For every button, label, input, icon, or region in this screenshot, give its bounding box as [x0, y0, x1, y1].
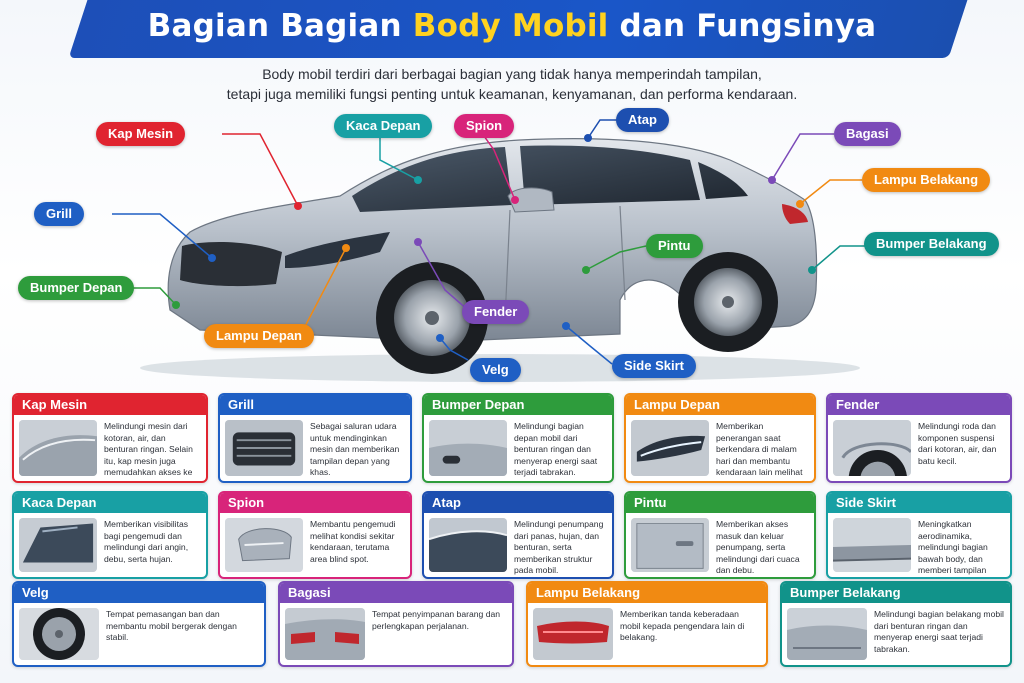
callout-lampu-belakang: Lampu Belakang	[862, 168, 991, 192]
front-bumper-icon	[429, 420, 507, 476]
callout-bumper-belakang: Bumper Belakang	[864, 232, 999, 256]
card-desc: Memberikan tanda keberadaan mobil kepada…	[620, 609, 745, 643]
card-side-skirt: Side Skirt Meningkatkan aerodinamika, me…	[826, 491, 1012, 579]
card-desc: Tempat penyimpanan barang dan perlengkap…	[372, 609, 501, 631]
card-title: Lampu Belakang	[528, 583, 766, 603]
card-grill: Grill Sebagai saluran udara untuk mendin…	[218, 393, 412, 483]
title-pre: Bagian Bagian	[147, 8, 402, 44]
card-lampu-belakang: Lampu Belakang Memberikan tanda keberada…	[526, 581, 768, 667]
trunk-icon	[285, 608, 365, 660]
card-bagasi: Bagasi Tempat penyimpanan barang dan per…	[278, 581, 514, 667]
windshield-icon	[19, 518, 97, 572]
card-title: Lampu Depan	[626, 395, 814, 415]
card-pintu: Pintu Memberikan akses masuk dan keluar …	[624, 491, 816, 579]
page-title: Bagian Bagian Body Mobil dan Fungsinya	[0, 8, 1024, 44]
card-velg: Velg Tempat pemasangan ban dan membantu …	[12, 581, 266, 667]
card-atap: Atap Melindungi penumpang dari panas, hu…	[422, 491, 614, 579]
card-bumper-depan: Bumper Depan Melindungi bagian depan mob…	[422, 393, 614, 483]
taillight-icon	[533, 608, 613, 660]
card-title: Velg	[14, 583, 264, 603]
callout-atap: Atap	[616, 108, 669, 132]
callout-lampu-depan: Lampu Depan	[204, 324, 314, 348]
title-post: dan Fungsinya	[619, 8, 877, 44]
callout-kaca-depan: Kaca Depan	[334, 114, 433, 138]
card-desc: Melindungi roda dan komponen suspensi da…	[918, 421, 997, 466]
card-desc: Melindungi bagian belakang mobil dari be…	[874, 609, 1004, 654]
card-kaca-depan: Kaca Depan Memberikan visibilitas bagi p…	[12, 491, 208, 579]
door-icon	[631, 518, 709, 572]
card-title: Spion	[220, 493, 410, 513]
card-desc: Sebagai saluran udara untuk mendinginkan…	[310, 421, 400, 478]
card-desc: Membantu pengemudi melihat kondisi sekit…	[310, 519, 396, 564]
wheel-icon	[19, 608, 99, 660]
headlight-icon	[631, 420, 709, 476]
grill	[180, 242, 282, 287]
title-highlight: Body Mobil	[412, 8, 609, 44]
card-title: Bumper Belakang	[782, 583, 1010, 603]
callout-kap-mesin: Kap Mesin	[96, 122, 186, 146]
card-title: Atap	[424, 493, 612, 513]
subtitle-line-1: Body mobil terdiri dari berbagai bagian …	[262, 66, 762, 82]
card-title: Grill	[220, 395, 410, 415]
card-title: Kap Mesin	[14, 395, 206, 415]
side-skirt-icon	[833, 518, 911, 572]
card-desc: Melindungi bagian depan mobil dari bentu…	[514, 421, 598, 478]
subtitle-line-2: tetapi juga memiliki fungsi penting untu…	[226, 86, 798, 102]
mirror-icon	[225, 518, 303, 572]
roof-icon	[429, 518, 507, 572]
rear-bumper-icon	[787, 608, 867, 660]
hood-icon	[19, 420, 97, 476]
card-title: Bagasi	[280, 583, 512, 603]
card-title: Fender	[828, 395, 1010, 415]
card-spion: Spion Membantu pengemudi melihat kondisi…	[218, 491, 412, 579]
card-title: Side Skirt	[828, 493, 1010, 513]
front-wheel	[376, 262, 488, 374]
callout-velg: Velg	[470, 358, 521, 382]
callout-bumper-depan: Bumper Depan	[18, 276, 135, 300]
card-desc: Tempat pemasangan ban dan membantu mobil…	[106, 609, 237, 643]
car-windows	[352, 145, 748, 212]
card-bumper-belakang: Bumper Belakang Melindungi bagian belaka…	[780, 581, 1012, 667]
callout-grill: Grill	[34, 202, 85, 226]
page-subtitle: Body mobil terdiri dari berbagai bagian …	[0, 64, 1024, 104]
card-kap-mesin: Kap Mesin Melindungi mesin dari kotoran,…	[12, 393, 208, 483]
card-lampu-depan: Lampu Depan Memberikan penerangan saat b…	[624, 393, 816, 483]
callout-spion: Spion	[454, 114, 515, 138]
card-desc: Memberikan akses masuk dan keluar penump…	[716, 519, 800, 576]
card-desc: Memberikan visibilitas bagi pengemudi da…	[104, 519, 189, 564]
headlight	[285, 232, 390, 268]
callout-bagasi: Bagasi	[834, 122, 901, 146]
callout-fender: Fender	[462, 300, 530, 324]
card-fender: Fender Melindungi roda dan komponen susp…	[826, 393, 1012, 483]
grill-icon	[225, 420, 303, 476]
callout-side-skirt: Side Skirt	[612, 354, 696, 378]
card-desc: Memberikan penerangan saat berkendara di…	[716, 421, 803, 481]
card-desc: Melindungi penumpang dari panas, hujan, …	[514, 519, 604, 576]
rear-wheel	[678, 252, 778, 352]
card-title: Pintu	[626, 493, 814, 513]
callout-pintu: Pintu	[646, 234, 703, 258]
card-desc: Meningkatkan aerodinamika, melindungi ba…	[918, 519, 988, 577]
card-title: Bumper Depan	[424, 395, 612, 415]
card-desc: Melindungi mesin dari kotoran, air, dan …	[104, 421, 193, 481]
taillight	[782, 204, 808, 224]
fender-icon	[833, 420, 911, 476]
leader-dots	[172, 134, 816, 342]
car-illustration	[112, 119, 866, 382]
card-title: Kaca Depan	[14, 493, 206, 513]
